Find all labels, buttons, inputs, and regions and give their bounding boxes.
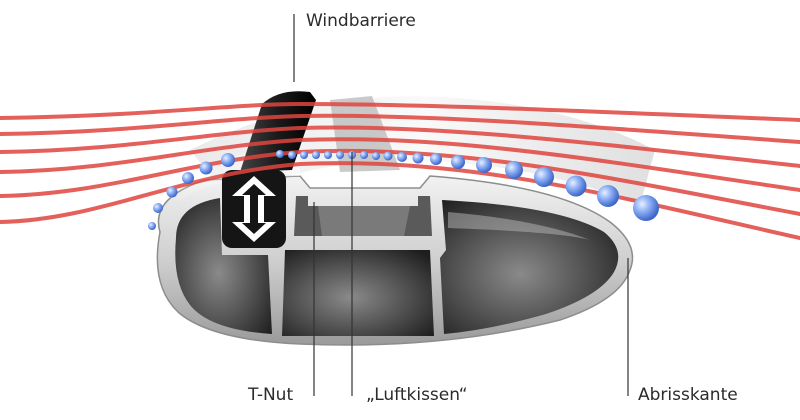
- air-bubble: [276, 150, 284, 158]
- air-bubble: [505, 161, 523, 179]
- air-bubble: [182, 172, 194, 184]
- airflow-line: [0, 148, 800, 216]
- label-luftkissen: „Luftkissen“: [366, 385, 468, 405]
- air-bubble: [476, 157, 492, 173]
- air-bubble: [148, 222, 156, 230]
- profile-cavity-center: [282, 250, 434, 336]
- label-windbarriere: Windbarriere: [306, 11, 416, 31]
- air-bubble: [412, 152, 424, 164]
- air-bubble: [451, 155, 465, 169]
- air-bubble: [360, 151, 368, 159]
- airflow-line: [0, 125, 800, 168]
- air-bubble: [300, 151, 308, 159]
- profile-cavity-right: [440, 200, 619, 334]
- air-bubble: [383, 151, 393, 161]
- air-bubble: [372, 152, 380, 160]
- air-bubble: [565, 175, 587, 197]
- air-bubble: [153, 203, 163, 213]
- profile-cavity-left: [175, 198, 272, 334]
- air-bubbles: [148, 150, 659, 230]
- air-bubble: [336, 151, 344, 159]
- airflow-line: [0, 137, 800, 192]
- air-bubble: [221, 153, 235, 167]
- air-bubble: [534, 167, 554, 187]
- air-bubble: [397, 152, 407, 162]
- label-abrisskante: Abrisskante: [638, 385, 738, 405]
- air-bubble: [166, 186, 178, 198]
- air-bubble: [597, 185, 619, 207]
- t-slot-inner-highlight: [318, 206, 410, 236]
- airflow-lines: [0, 101, 800, 240]
- double-arrow-icon: [232, 176, 276, 242]
- air-bubble: [324, 151, 332, 159]
- air-bubble: [633, 195, 659, 221]
- air-bubble: [312, 151, 320, 159]
- air-bubble: [430, 153, 442, 165]
- airflow-line: [0, 101, 800, 122]
- leader-lines: [293, 14, 629, 396]
- air-bubble: [288, 151, 296, 159]
- label-tnut: T-Nut: [247, 385, 293, 405]
- airflow-line: [0, 113, 800, 144]
- profile-cavity-right-shine: [448, 212, 590, 240]
- air-bubble: [199, 161, 213, 175]
